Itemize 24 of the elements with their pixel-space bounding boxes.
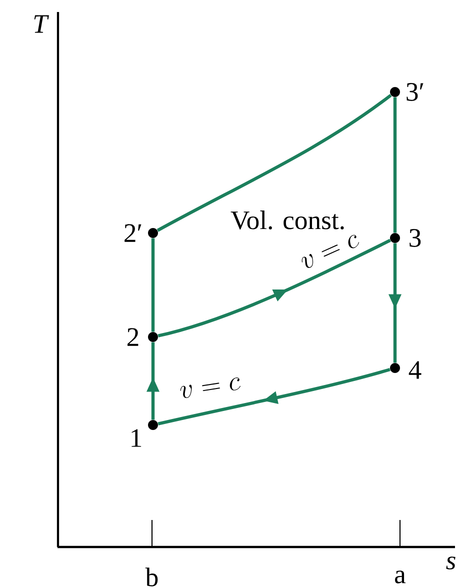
tick-label: b — [145, 568, 158, 586]
edge-label: $v = c$ — [180, 378, 240, 398]
annotation: Vol. const. — [230, 210, 344, 230]
state-point — [148, 228, 158, 238]
point-label: 1 — [132, 429, 142, 447]
point-label: 2′ — [124, 224, 142, 242]
process-line — [151, 238, 155, 332]
axis-label: s — [446, 556, 456, 570]
state-point — [390, 363, 400, 373]
state-point — [148, 420, 158, 430]
axis-label: T — [34, 15, 49, 33]
point-label: 3′ — [406, 83, 424, 101]
process-line — [156, 94, 392, 232]
tick-label: a — [395, 570, 406, 584]
process-line — [393, 97, 397, 233]
process-line — [158, 238, 391, 338]
state-point — [148, 332, 158, 342]
state-point — [390, 233, 400, 243]
edge-label: $v = c$ — [302, 234, 359, 268]
point-label: 2 — [128, 328, 138, 346]
point-label: 4 — [408, 361, 422, 379]
point-label: 3 — [410, 229, 421, 247]
process-line — [158, 368, 390, 426]
state-point — [390, 87, 400, 97]
